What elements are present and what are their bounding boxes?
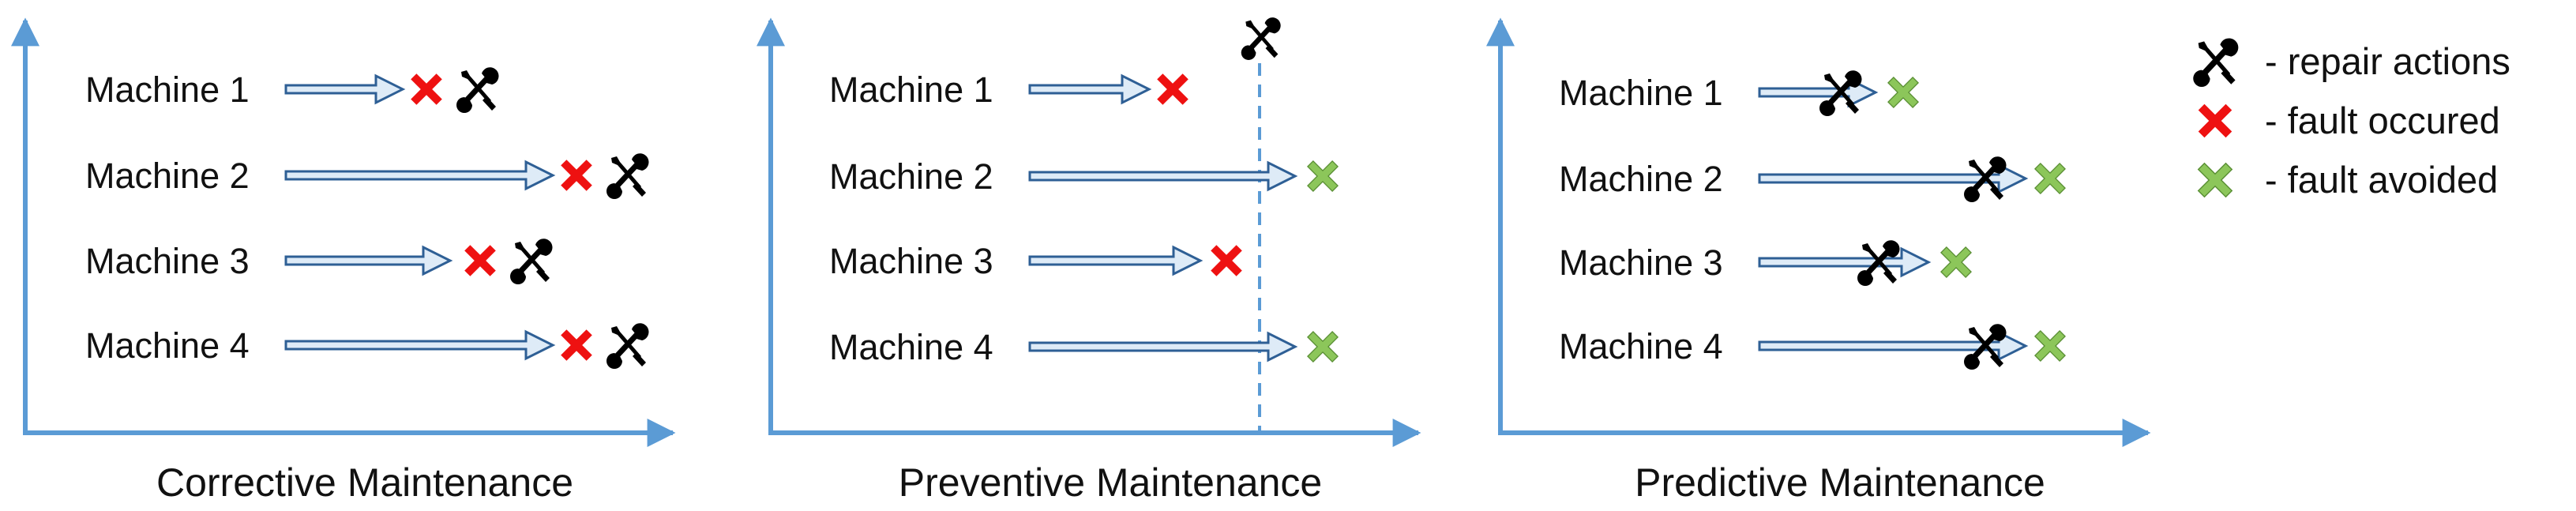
machine-label: Machine 1 [829,70,993,110]
machine-label: Machine 4 [829,327,993,367]
machine-label: Machine 3 [85,241,250,281]
fault-occurred-icon [561,329,592,361]
machine-label: Machine 3 [1559,242,1723,283]
panel-corrective-maintenance: Corrective Maintenance Machine 1 Machine 2… [10,17,676,505]
machine-label: Machine 2 [1559,159,1723,199]
fault-occurred-icon [2198,103,2232,138]
timeline-arrow [1028,160,1298,192]
legend: - repair actions - fault occured - fault a… [2193,38,2510,201]
machine-row: Machine 2 [829,156,1339,197]
panel-title: Predictive Maintenance [1635,460,2045,505]
repair-icon [456,67,499,113]
machine-row: Machine 2 [1559,156,2066,202]
repair-icon [2193,38,2239,87]
machine-row: Machine 4 [1559,324,2066,370]
timeline-arrow [284,73,406,105]
machine-row: Machine 2 [85,153,649,199]
fault-avoided-icon [1887,77,1919,108]
fault-occurred-icon [561,160,592,191]
legend-item: - repair actions [2193,38,2510,87]
machine-label: Machine 2 [829,156,993,197]
machine-row: Machine 4 [85,323,649,369]
fault-avoided-icon [1940,246,1972,278]
legend-label: - fault occured [2265,100,2500,141]
machine-row: Machine 3 [829,241,1242,281]
fault-avoided-icon [1307,331,1339,363]
repair-icon [1241,17,1281,60]
machine-label: Machine 1 [85,70,250,110]
timeline-arrow [284,245,453,276]
repair-icon [606,323,649,369]
timeline-arrow [284,329,556,361]
panel-preventive-maintenance: Preventive Maintenance Machine 1 Machine 2… [757,17,1421,505]
fault-occurred-icon [411,73,442,105]
timeline-arrow [1028,245,1204,276]
panel-predictive-maintenance: Predictive Maintenance Machine 1 Machine 2… [1486,17,2151,505]
repair-icon [606,153,649,199]
timeline-arrow [1028,73,1152,105]
repair-icon [510,239,553,284]
machine-row: Machine 3 [85,239,553,284]
panel-title: Corrective Maintenance [156,460,573,505]
panel-title: Preventive Maintenance [899,460,1322,505]
fault-occurred-icon [1157,73,1188,105]
machine-row: Machine 1 [85,67,499,113]
timeline-arrow [1028,331,1298,363]
legend-item: - fault occured [2198,100,2500,141]
fault-avoided-icon [1307,160,1339,192]
machine-row: Machine 1 [829,70,1188,110]
fault-avoided-icon [2034,330,2066,362]
timeline-arrow [1758,246,1932,278]
fault-occurred-icon [1211,245,1242,276]
machine-label: Machine 4 [85,325,250,366]
legend-label: - repair actions [2265,40,2510,82]
machine-row: Machine 1 [1559,70,1919,116]
fault-avoided-icon [2198,163,2232,197]
machine-label: Machine 3 [829,241,993,281]
machine-row: Machine 4 [829,327,1339,367]
legend-item: - fault avoided [2198,159,2498,201]
machine-label: Machine 1 [1559,73,1723,113]
fault-avoided-icon [2034,163,2066,194]
machine-label: Machine 2 [85,156,250,196]
timeline-arrow [284,160,556,191]
machine-label: Machine 4 [1559,326,1723,366]
legend-label: - fault avoided [2265,159,2498,201]
fault-occurred-icon [464,245,496,276]
machine-row: Machine 3 [1559,240,1972,286]
